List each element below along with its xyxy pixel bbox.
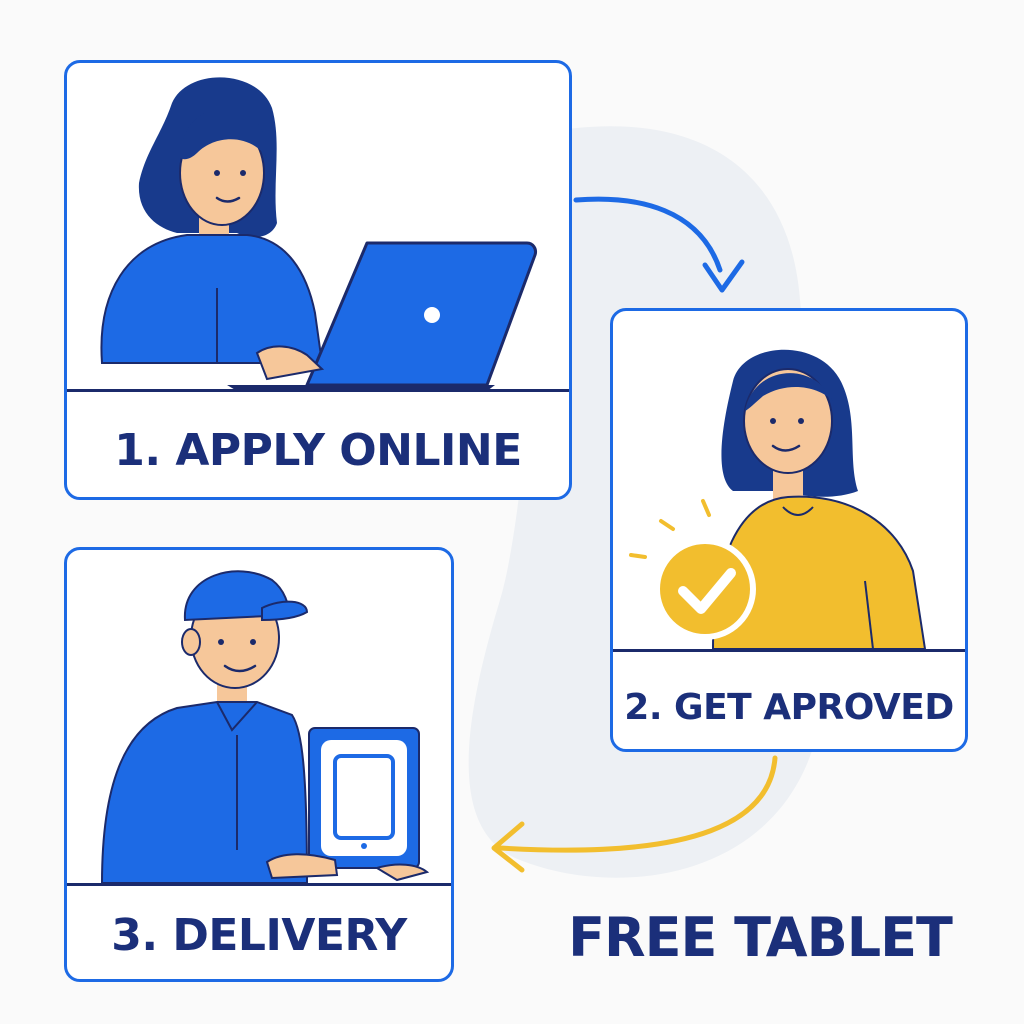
step-1-label: 1. APPLY ONLINE [114,425,522,476]
footer-title: FREE TABLET [568,906,953,969]
step-card-delivery: 3. DELIVERY [64,547,454,982]
tablet-icon [308,727,420,869]
approved-woman-illustration [629,349,927,649]
card-divider [67,389,569,392]
card-divider [613,649,965,652]
step-3-label: 3. DELIVERY [111,910,407,961]
checkmark-badge-icon [654,538,756,640]
laptop-icon [424,307,440,323]
step-card-apply-online: 1. APPLY ONLINE [64,60,572,500]
delivery-man-illustration [100,570,430,883]
woman-with-laptop-illustration [100,77,537,389]
step-card-get-approved: 2. GET APROVED [610,308,968,752]
card-divider [67,883,451,886]
step-2-label: 2. GET APROVED [624,687,954,728]
